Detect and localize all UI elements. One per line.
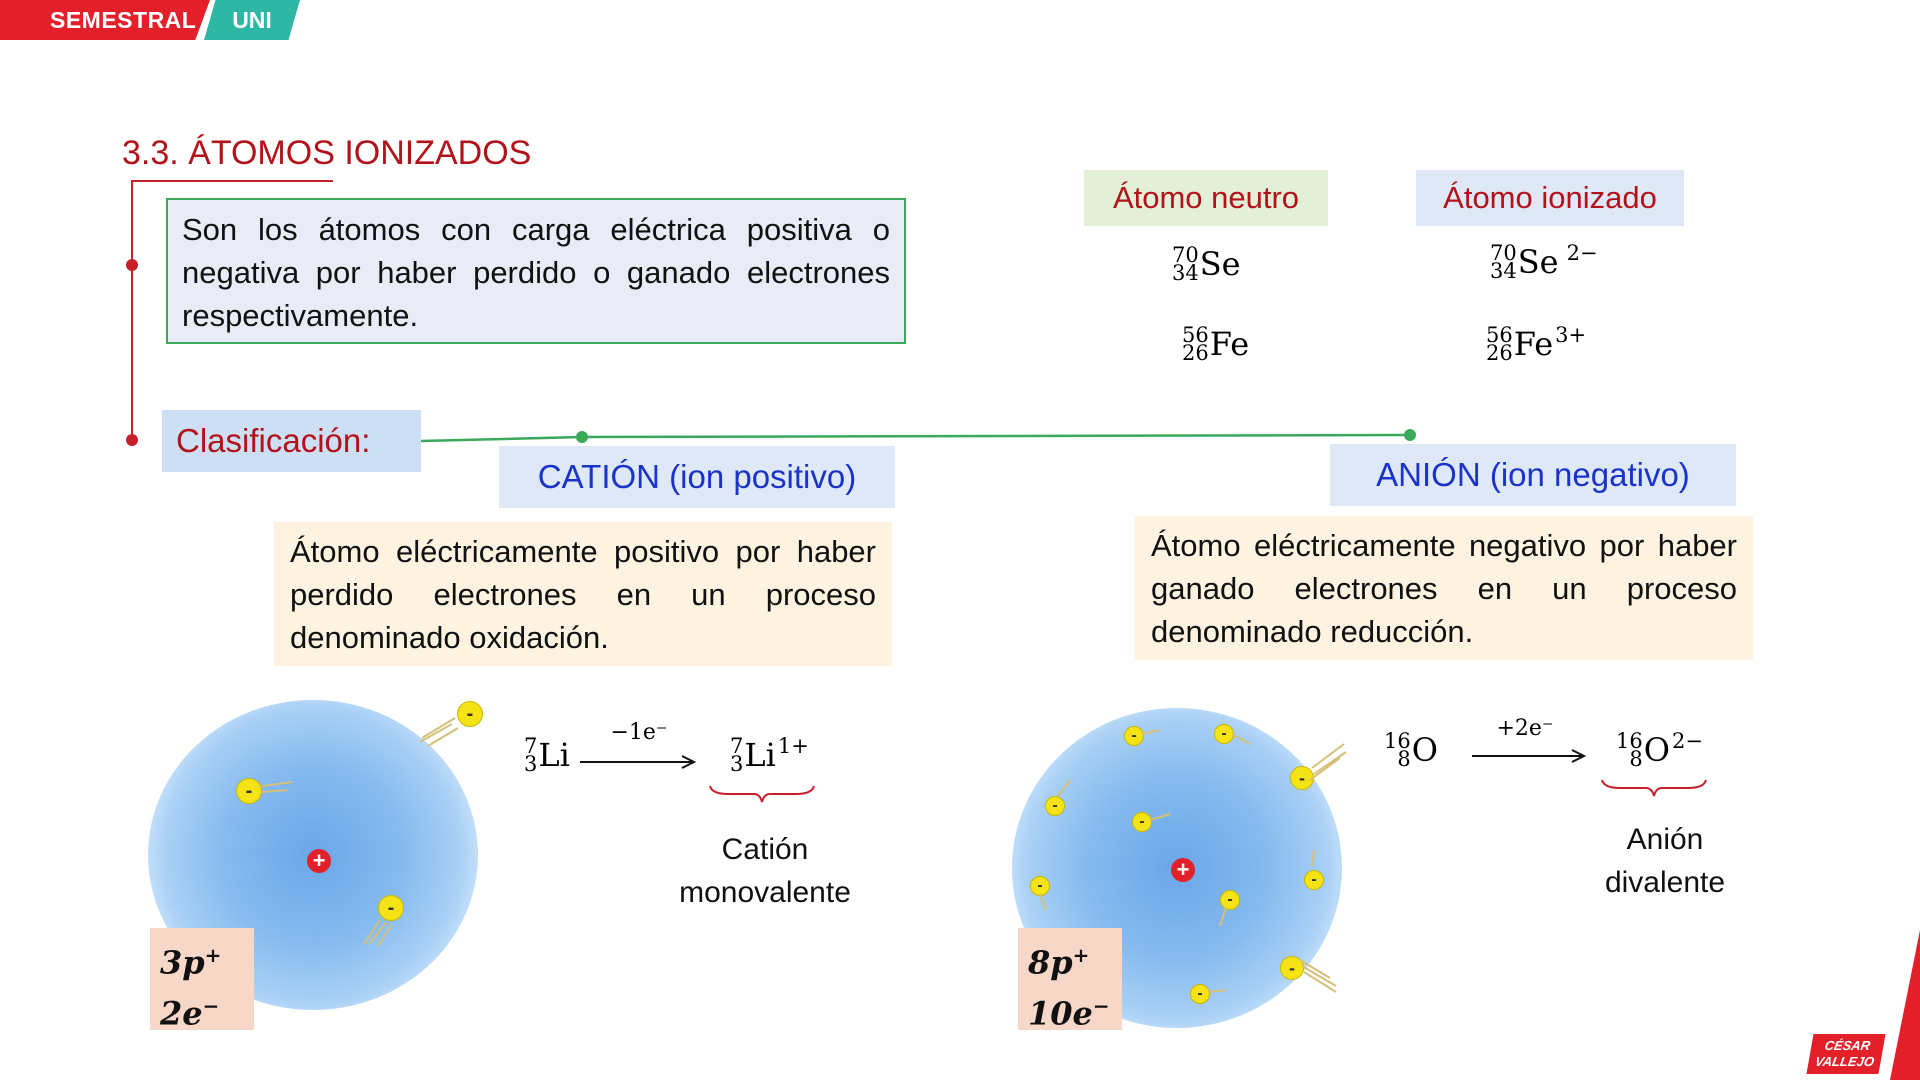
- reaction-o-arrow-label: +2e⁻: [1496, 716, 1554, 741]
- anion-heading: ANIÓN (ion negativo): [1330, 444, 1736, 506]
- anion-caption: Anión divalente: [1604, 823, 1726, 899]
- lithium-nucleus: +: [307, 849, 331, 873]
- anion-underbrace: [1601, 779, 1707, 797]
- cation-description: Átomo eléctricamente positivo por haber …: [274, 522, 892, 666]
- classification-label: Clasificación:: [162, 410, 421, 472]
- oxygen-electron-1: -: [1124, 726, 1144, 746]
- lithium-particle-count: 3p+ 2e−: [150, 928, 254, 1032]
- uni-tag: UNI: [204, 0, 300, 40]
- semestral-tag: SEMESTRAL: [0, 0, 210, 40]
- oxygen-electron-8: -: [1190, 984, 1210, 1004]
- reaction-li-arrow-label: −1e⁻: [610, 720, 668, 745]
- lithium-electron-lost: -: [457, 701, 483, 727]
- cation-heading: CATIÓN (ion positivo): [499, 446, 895, 508]
- oxygen-electron-gained-1: -: [1290, 766, 1314, 790]
- cation-underbrace: [709, 785, 815, 803]
- oxygen-particle-count: 8p+ 10e−: [1018, 928, 1122, 1032]
- bracket-dot-bottom: [126, 434, 138, 446]
- connector-dot-cation: [576, 431, 588, 443]
- definition-box: Son los átomos con carga eléctrica posit…: [166, 198, 906, 344]
- reaction-o-arrow: [1472, 749, 1587, 763]
- corner-accent: [1890, 930, 1920, 1080]
- lithium-electron-2: -: [378, 895, 404, 921]
- reaction-li-arrow: [580, 755, 697, 769]
- anion-description: Átomo eléctricamente negativo por haber …: [1135, 516, 1753, 660]
- cation-caption: Catión monovalente: [679, 833, 851, 909]
- oxygen-electron-6: -: [1220, 890, 1240, 910]
- connector-dot-anion: [1404, 429, 1416, 441]
- oxygen-electron-7: -: [1304, 870, 1324, 890]
- bracket-horizontal-line: [131, 180, 333, 182]
- neutral-atom-header: Átomo neutro: [1084, 170, 1328, 226]
- cesar-vallejo-logo: CÉSAR VALLEJO: [1806, 1034, 1886, 1074]
- bracket-dot-top: [126, 259, 138, 271]
- oxygen-nucleus: +: [1171, 858, 1195, 882]
- oxygen-electron-4: -: [1132, 812, 1152, 832]
- bracket-vertical-line: [131, 180, 133, 442]
- oxygen-electron-3: -: [1045, 796, 1065, 816]
- oxygen-electron-5: -: [1030, 876, 1050, 896]
- section-title: 3.3. ÁTOMOS IONIZADOS: [122, 134, 532, 172]
- ionized-atom-header: Átomo ionizado: [1416, 170, 1684, 226]
- lithium-electron-1: -: [236, 778, 262, 804]
